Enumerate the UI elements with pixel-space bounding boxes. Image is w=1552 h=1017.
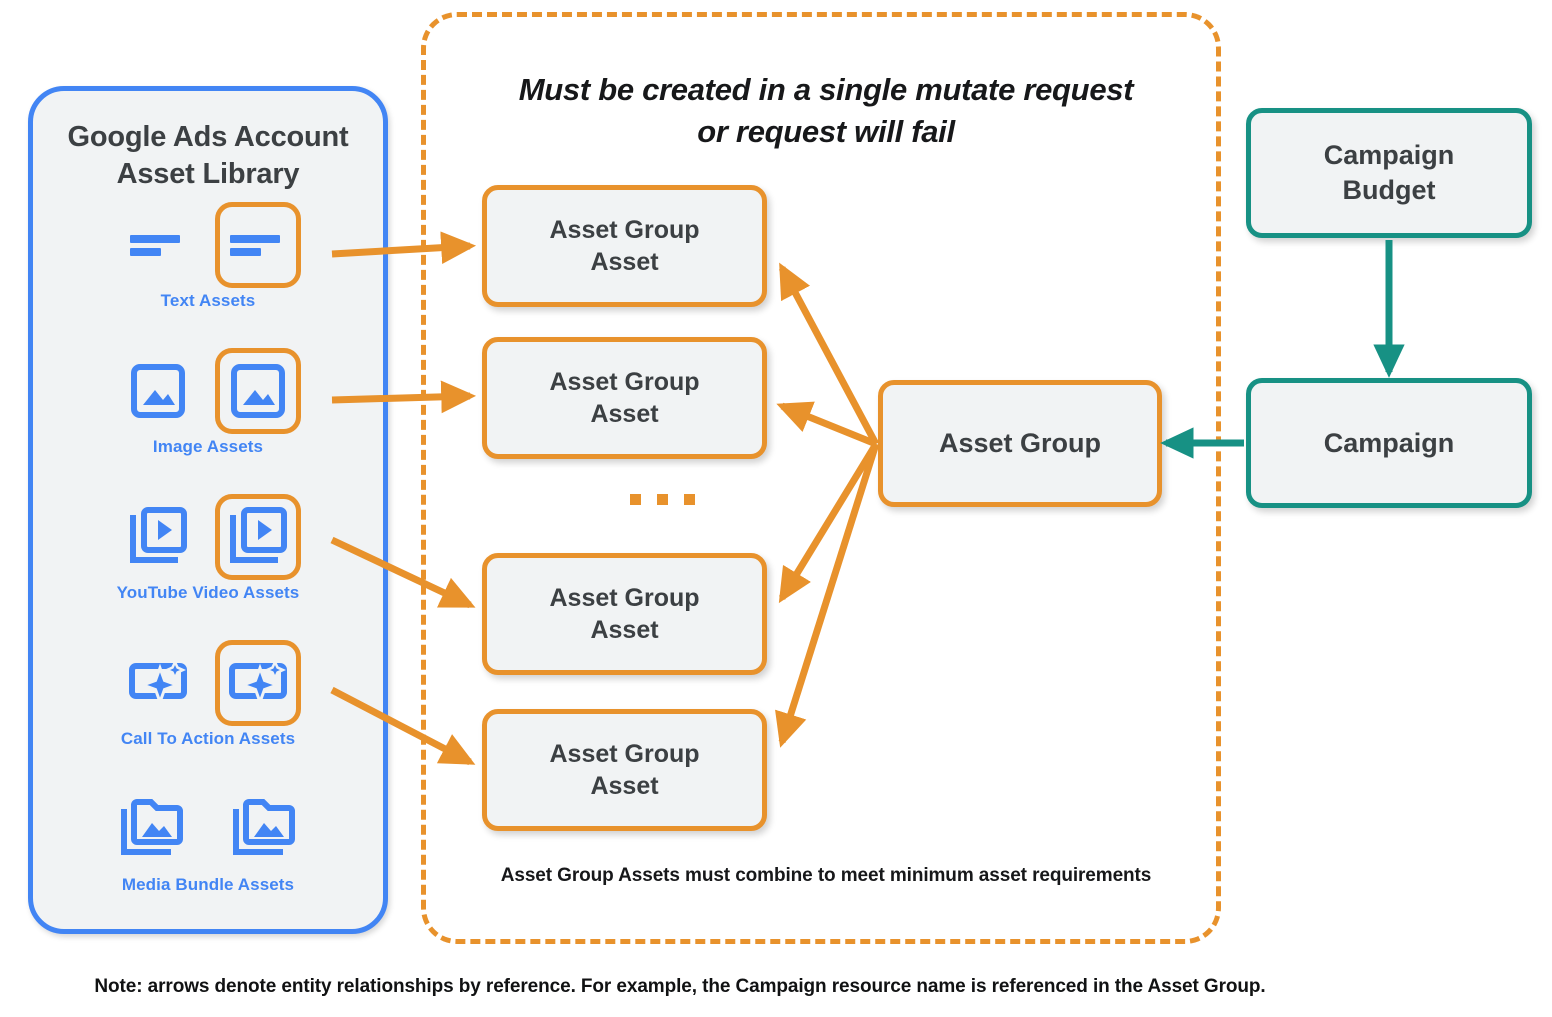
asset-row-video: YouTube Video Assets	[33, 491, 383, 609]
asset-row-cta-caption: Call To Action Assets	[120, 729, 296, 748]
mutate-panel-title-line2: or request will fail	[697, 113, 955, 149]
campaign-budget-node[interactable]: Campaign Budget	[1246, 108, 1532, 238]
asset-group-asset-node-3[interactable]: Asset Group Asset	[482, 553, 767, 675]
asset-row-cta: Call To Action Assets	[33, 637, 383, 755]
asset-group-node[interactable]: Asset Group	[878, 380, 1162, 507]
campaign-budget-line2: Budget	[1342, 175, 1436, 205]
asset-group-asset-2-line1: Asset Group	[549, 367, 700, 396]
asset-group-asset-node-1[interactable]: Asset Group Asset	[482, 185, 767, 307]
video-stack-icon	[115, 494, 201, 580]
asset-group-asset-3-line1: Asset Group	[549, 583, 700, 612]
mutate-panel-title: Must be created in a single mutate reque…	[466, 69, 1186, 153]
image-icon	[115, 348, 201, 434]
asset-group-label: Asset Group	[938, 428, 1102, 458]
asset-library-title-line1: Google Ads Account	[67, 121, 349, 153]
asset-row-media-bundle-icons	[33, 783, 383, 875]
campaign-budget-line1: Campaign	[1323, 139, 1455, 170]
asset-group-asset-4-line2: Asset	[590, 772, 659, 800]
image-icon-selected[interactable]	[215, 348, 301, 434]
ellipsis-dot-1	[630, 494, 641, 505]
asset-group-asset-node-2[interactable]: Asset Group Asset	[482, 337, 767, 459]
asset-row-media-bundle: Media Bundle Assets	[33, 783, 383, 901]
media-bundle-folder-icon-2	[221, 786, 307, 872]
campaign-label: Campaign	[1323, 427, 1455, 458]
asset-row-image-caption: Image Assets	[152, 437, 264, 456]
call-to-action-sparkle-icon	[115, 640, 201, 726]
asset-row-video-caption: YouTube Video Assets	[116, 583, 300, 602]
asset-library-title-line2: Asset Library	[116, 158, 300, 191]
asset-group-asset-1-line1: Asset Group	[549, 215, 700, 244]
asset-row-text-caption: Text Assets	[160, 291, 256, 310]
asset-group-asset-1-line2: Asset	[590, 248, 659, 276]
asset-group-asset-4-line1: Asset Group	[549, 739, 700, 768]
campaign-node[interactable]: Campaign	[1246, 378, 1532, 508]
asset-row-media-bundle-caption: Media Bundle Assets	[121, 875, 295, 894]
media-bundle-folder-icon	[109, 786, 195, 872]
call-to-action-sparkle-icon-selected[interactable]	[215, 640, 301, 726]
asset-row-video-icons	[33, 491, 383, 583]
mutate-panel-title-line1: Must be created in a single mutate reque…	[518, 72, 1134, 107]
video-stack-icon-selected[interactable]	[215, 494, 301, 580]
asset-row-text-icons	[33, 199, 383, 291]
text-lines-icon-selected[interactable]	[215, 202, 301, 288]
ellipsis-dot-3	[684, 494, 695, 505]
asset-library-title: Google Ads Account Asset Library	[33, 119, 383, 193]
asset-group-asset-3-line2: Asset	[590, 616, 659, 644]
asset-group-asset-2-line2: Asset	[590, 400, 659, 428]
text-lines-icon	[115, 202, 201, 288]
mutate-panel-footnote: Asset Group Assets must combine to meet …	[500, 865, 1152, 886]
asset-row-image-icons	[33, 345, 383, 437]
asset-group-asset-node-4[interactable]: Asset Group Asset	[482, 709, 767, 831]
asset-group-asset-ellipsis	[630, 494, 695, 505]
diagram-bottom-note: Note: arrows denote entity relationships…	[94, 976, 1266, 997]
asset-row-cta-icons	[33, 637, 383, 729]
asset-library-panel: Google Ads Account Asset Library	[28, 86, 388, 934]
asset-row-text: Text Assets	[33, 199, 383, 317]
ellipsis-dot-2	[657, 494, 668, 505]
asset-row-image: Image Assets	[33, 345, 383, 463]
